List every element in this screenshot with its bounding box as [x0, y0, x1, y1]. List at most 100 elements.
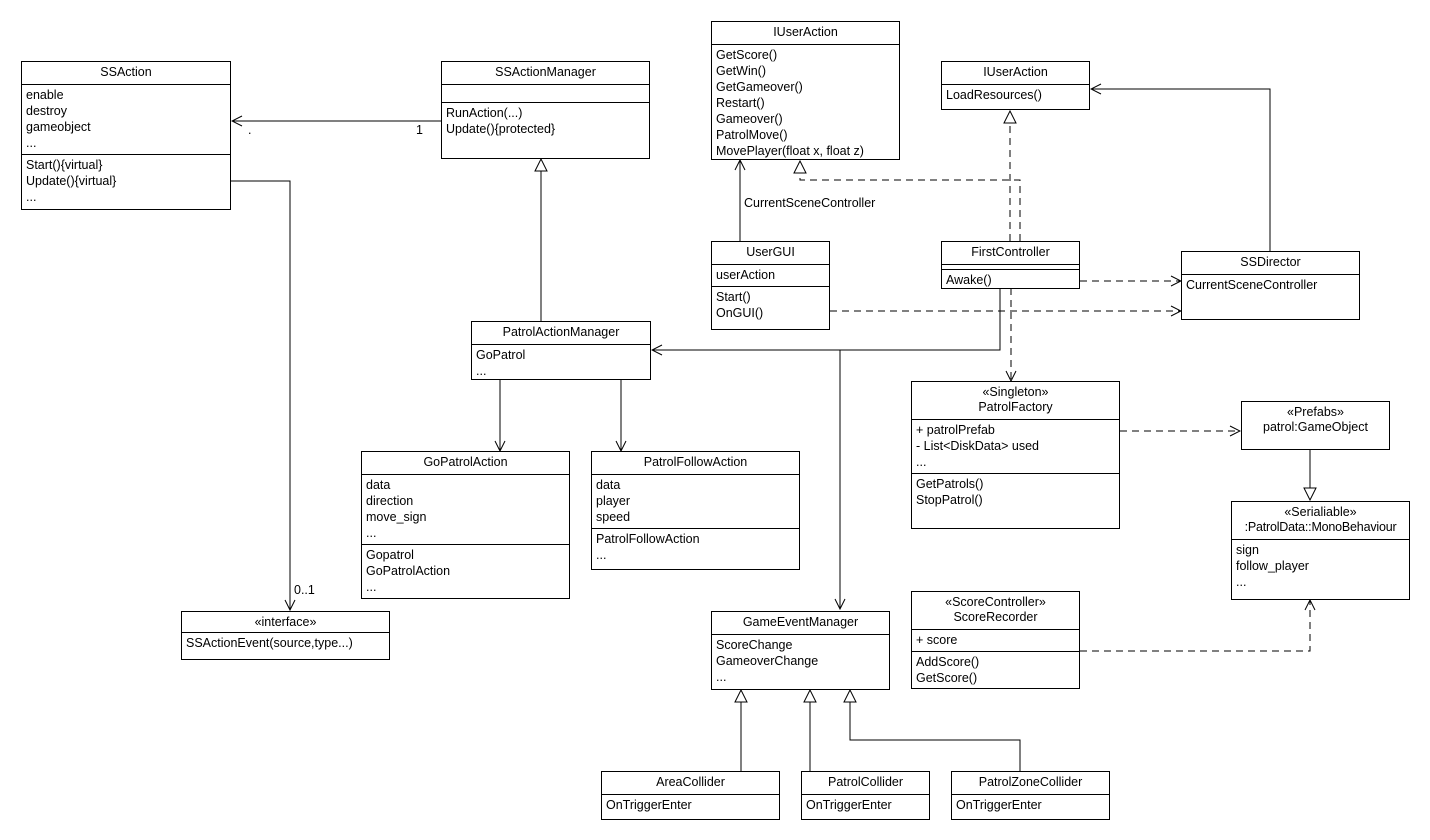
operation: ... — [26, 190, 37, 204]
attribute: ... — [366, 526, 377, 540]
attributes-section — [942, 265, 1079, 270]
operations-section: PatrolFollowAction ... — [592, 529, 799, 566]
operations-section: Awake() — [942, 270, 1079, 291]
class-name: AreaCollider — [602, 772, 779, 795]
operation: Start() — [716, 290, 751, 304]
attribute: ... — [26, 136, 37, 150]
ssaction-end-label: . — [248, 123, 252, 137]
class-name: SSDirector — [1182, 252, 1359, 275]
operation: LoadResources() — [946, 88, 1042, 102]
class-prefabs[interactable]: «Prefabs» patrol:GameObject — [1241, 401, 1390, 450]
class-ssdirector[interactable]: SSDirector CurrentSceneController — [1181, 251, 1360, 320]
attribute: data — [596, 478, 621, 492]
class-patrolcollider[interactable]: PatrolCollider OnTriggerEnter — [801, 771, 930, 820]
operation: GoPatrolAction — [366, 564, 451, 578]
attribute: ... — [916, 455, 927, 469]
class-usergui[interactable]: UserGUI userAction Start() OnGUI() — [711, 241, 830, 330]
class-header: «ScoreController» ScoreRecorder — [912, 592, 1079, 630]
attributes-section: + score — [912, 630, 1079, 652]
attributes-section: data player speed — [592, 475, 799, 529]
class-name: IUserAction — [712, 22, 899, 45]
attributes-section: sign follow_player ... — [1232, 540, 1409, 593]
attribute: speed — [596, 510, 631, 524]
class-name: IUserAction — [942, 62, 1089, 85]
class-name: PatrolZoneCollider — [952, 772, 1109, 795]
operation: ... — [366, 580, 377, 594]
class-name: PatrolActionManager — [472, 322, 650, 345]
operation: PatrolMove() — [716, 128, 788, 142]
attribute: GoPatrol — [476, 348, 526, 362]
manager-multiplicity-label: 1 — [416, 123, 423, 137]
class-header: «Singleton» PatrolFactory — [912, 382, 1119, 420]
operation: SSActionEvent(source,type...) — [186, 636, 353, 650]
attribute: CurrentSceneController — [1186, 278, 1318, 292]
class-name: PatrolCollider — [802, 772, 929, 795]
attributes-section: + patrolPrefab - List<DiskData> used ... — [912, 420, 1119, 474]
attribute: sign — [1236, 543, 1259, 557]
class-name: SSAction — [22, 62, 230, 85]
operation: RunAction(...) — [446, 106, 523, 120]
operation: ... — [596, 548, 607, 562]
class-gopatrolaction[interactable]: GoPatrolAction data direction move_sign … — [361, 451, 570, 599]
operation: Gopatrol — [366, 548, 414, 562]
class-patrolfollowaction[interactable]: PatrolFollowAction data player speed Pat… — [591, 451, 800, 570]
operations-section: Gopatrol GoPatrolAction ... — [362, 545, 569, 598]
attribute: ... — [476, 364, 487, 378]
operations-section: GetScore() GetWin() GetGameover() Restar… — [712, 45, 899, 162]
edge-firstcontroller-to-patrolmanager — [652, 288, 1001, 350]
class-areacollider[interactable]: AreaCollider OnTriggerEnter — [601, 771, 780, 820]
class-firstcontroller[interactable]: FirstController Awake() — [941, 241, 1080, 289]
attributes-section: userAction — [712, 265, 829, 287]
stereotype: «Singleton» — [982, 385, 1049, 399]
class-header: «Prefabs» patrol:GameObject — [1242, 402, 1389, 439]
attributes-section: CurrentSceneController — [1182, 275, 1359, 296]
attributes-section: data direction move_sign ... — [362, 475, 569, 545]
operation: Update(){virtual} — [26, 174, 117, 188]
operation: Awake() — [946, 273, 992, 287]
class-name: ScoreRecorder — [953, 610, 1038, 624]
attribute: follow_player — [1236, 559, 1309, 573]
class-ssaction[interactable]: SSAction enable destroy gameobject ... S… — [21, 61, 231, 210]
operation: Restart() — [716, 96, 765, 110]
class-iuseraction-loadresources[interactable]: IUserAction LoadResources() — [941, 61, 1090, 110]
attribute: + patrolPrefab — [916, 423, 995, 437]
class-name: UserGUI — [712, 242, 829, 265]
edge-ssaction-to-interface — [231, 180, 290, 610]
class-patrolzonecollider[interactable]: PatrolZoneCollider OnTriggerEnter — [951, 771, 1110, 820]
class-ssactionevent-interface[interactable]: «interface» SSActionEvent(source,type...… — [181, 611, 390, 660]
class-patrolactionmanager[interactable]: PatrolActionManager GoPatrol ... — [471, 321, 651, 380]
attribute: ScoreChange — [716, 638, 793, 652]
attribute: ... — [716, 670, 727, 684]
current-scene-controller-label: CurrentSceneController — [744, 196, 876, 210]
attribute: userAction — [716, 268, 776, 282]
class-name: patrol:GameObject — [1263, 420, 1368, 434]
attribute: player — [596, 494, 631, 508]
operation: Start(){virtual} — [26, 158, 103, 172]
operation: OnTriggerEnter — [606, 798, 692, 812]
operations-section: GetPatrols() StopPatrol() — [912, 474, 1119, 511]
stereotype: «interface» — [182, 612, 389, 633]
attribute: gameobject — [26, 120, 91, 134]
class-patroldata[interactable]: «Serialiable» :PatrolData::MonoBehaviour… — [1231, 501, 1410, 600]
class-scorerecorder[interactable]: «ScoreController» ScoreRecorder + score … — [911, 591, 1080, 689]
attribute: data — [366, 478, 391, 492]
edge-zonecollider-to-gem — [850, 690, 1021, 771]
class-name: FirstController — [942, 242, 1079, 265]
class-name: SSActionManager — [442, 62, 649, 85]
operation: Gameover() — [716, 112, 783, 126]
stereotype: «Serialiable» — [1284, 505, 1357, 519]
attribute: GameoverChange — [716, 654, 819, 668]
operation: GetWin() — [716, 64, 766, 78]
operations-section: OnTriggerEnter — [952, 795, 1109, 816]
attribute: ... — [1236, 575, 1247, 589]
operation: GetPatrols() — [916, 477, 984, 491]
class-patrolfactory[interactable]: «Singleton» PatrolFactory + patrolPrefab… — [911, 381, 1120, 529]
class-iuseraction[interactable]: IUserAction GetScore() GetWin() GetGameo… — [711, 21, 900, 160]
class-ssactionmanager[interactable]: SSActionManager RunAction(...) Update(){… — [441, 61, 650, 159]
class-name: PatrolFollowAction — [592, 452, 799, 475]
class-gameeventmanager[interactable]: GameEventManager ScoreChange GameoverCha… — [711, 611, 890, 690]
operation: Update(){protected} — [446, 122, 556, 136]
stereotype: «ScoreController» — [945, 595, 1046, 609]
operation: GetGameover() — [716, 80, 803, 94]
